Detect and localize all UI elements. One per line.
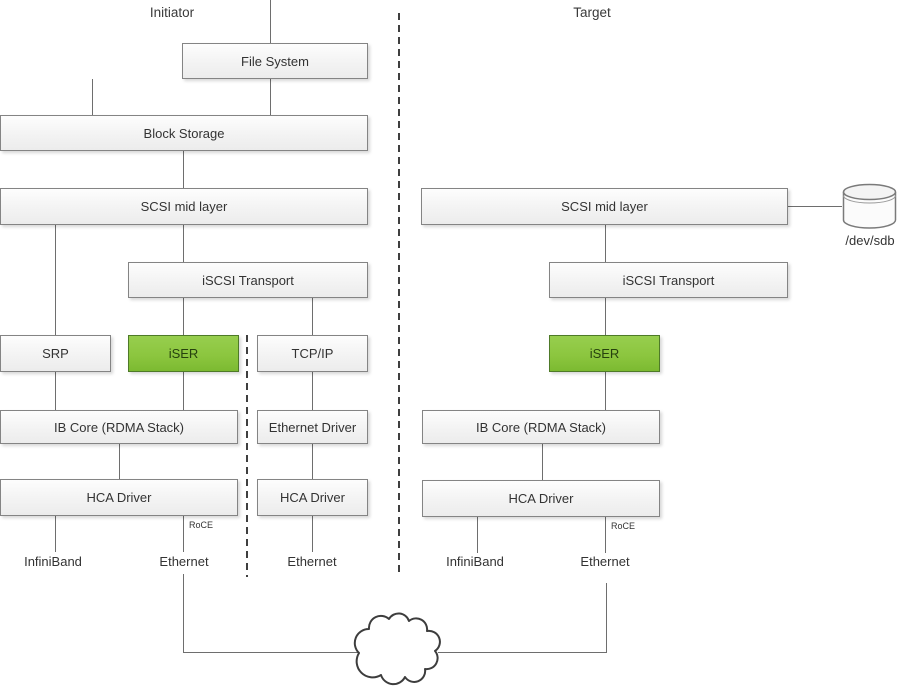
port-label-ethernet-target: Ethernet [580,554,630,569]
box-block-storage-label: Block Storage [143,125,225,141]
connector-ibcore-to-hca [119,444,120,479]
connector-ethdriver-to-hca [312,444,313,479]
box-iser-initiator: iSER [128,335,239,372]
box-iscsi-transport-initiator-label: iSCSI Transport [202,272,294,288]
box-srp-label: SRP [42,346,69,361]
roce-label-target: RoCE [611,521,636,531]
connector-file-system-to-block-storage [270,79,271,115]
initiator-target-separator-line [398,13,400,572]
box-block-storage: Block Storage [0,115,368,151]
box-ib-core-initiator-label: IB Core (RDMA Stack) [53,419,185,435]
connector-scsi-to-srp [55,225,56,335]
disk-device-label: /dev/sdb [845,233,895,248]
connector-iscsi-to-iser-target [605,298,606,335]
box-scsi-mid-layer-target: SCSI mid layer [421,188,788,225]
rdma-tcp-separator-line [246,335,248,577]
box-iser-target: iSER [549,335,660,372]
connector-hca-to-infiniband [55,516,56,552]
box-hca-driver-eth-label: HCA Driver [279,490,345,505]
box-srp: SRP [0,335,111,372]
connector-iscsi-to-iser [183,298,184,335]
connector-hcaeth-to-ethernet [312,516,313,552]
box-ib-core-target: IB Core (RDMA Stack) [422,410,660,444]
box-tcp-ip: TCP/IP [257,335,368,372]
connector-tcpip-to-ethdriver [312,372,313,410]
connector-iser-to-ibcore-target [605,372,606,410]
box-hca-driver-initiator-label: HCA Driver [86,490,152,505]
connector-cloud-left-horizontal [183,652,363,653]
connector-stub-to-block-storage [92,79,93,115]
box-iser-initiator-label: iSER [168,346,199,361]
box-ib-core-initiator: IB Core (RDMA Stack) [0,410,238,444]
port-label-infiniband-initiator: InfiniBand [24,554,82,569]
box-scsi-mid-layer-target-label: SCSI mid layer [561,199,648,214]
roce-label-initiator: RoCE [189,520,214,530]
connector-scsi-to-iscsi [183,225,184,262]
connector-top-to-file-system [270,0,271,43]
box-file-system: File System [182,43,368,79]
port-label-infiniband-target: InfiniBand [446,554,504,569]
connector-ethernet-to-cloud-right [606,583,607,653]
box-tcp-ip-label: TCP/IP [291,346,334,361]
box-iscsi-transport-target-label: iSCSI Transport [622,272,715,288]
connector-hca-to-ethernet-target [605,517,606,553]
box-iser-target-label: iSER [589,346,620,361]
target-section-title: Target [573,5,611,20]
box-ib-core-target-label: IB Core (RDMA Stack) [475,419,607,435]
network-cloud-icon [353,612,441,686]
connector-block-storage-to-scsi [183,151,184,188]
box-hca-driver-target-label: HCA Driver [508,491,574,506]
connector-scsi-to-disk [788,206,842,207]
connector-cloud-right-horizontal [438,652,607,653]
initiator-section-title: Initiator [149,5,195,20]
port-label-ethernet-tcp: Ethernet [287,554,337,569]
box-ethernet-driver: Ethernet Driver [257,410,368,444]
connector-srp-to-ibcore [55,372,56,410]
connector-hca-to-infiniband-target [477,517,478,553]
connector-ethernet-to-cloud-left [183,574,184,653]
connector-scsi-to-iscsi-target [605,225,606,262]
port-label-ethernet-initiator: Ethernet [159,554,209,569]
box-hca-driver-eth: HCA Driver [257,479,368,516]
connector-hca-to-ethernet [183,516,184,552]
box-scsi-mid-layer-initiator: SCSI mid layer [0,188,368,225]
connector-iscsi-to-tcpip [312,298,313,335]
box-hca-driver-initiator: HCA Driver [0,479,238,516]
database-cylinder-icon [842,183,897,229]
box-iscsi-transport-target: iSCSI Transport [549,262,788,298]
connector-ibcore-to-hca-target [542,444,543,480]
box-hca-driver-target: HCA Driver [422,480,660,517]
connector-iser-to-ibcore [183,372,184,410]
box-iscsi-transport-initiator: iSCSI Transport [128,262,368,298]
box-ethernet-driver-label: Ethernet Driver [268,419,357,435]
box-scsi-mid-layer-initiator-label: SCSI mid layer [140,199,228,214]
box-file-system-label: File System [241,53,309,69]
